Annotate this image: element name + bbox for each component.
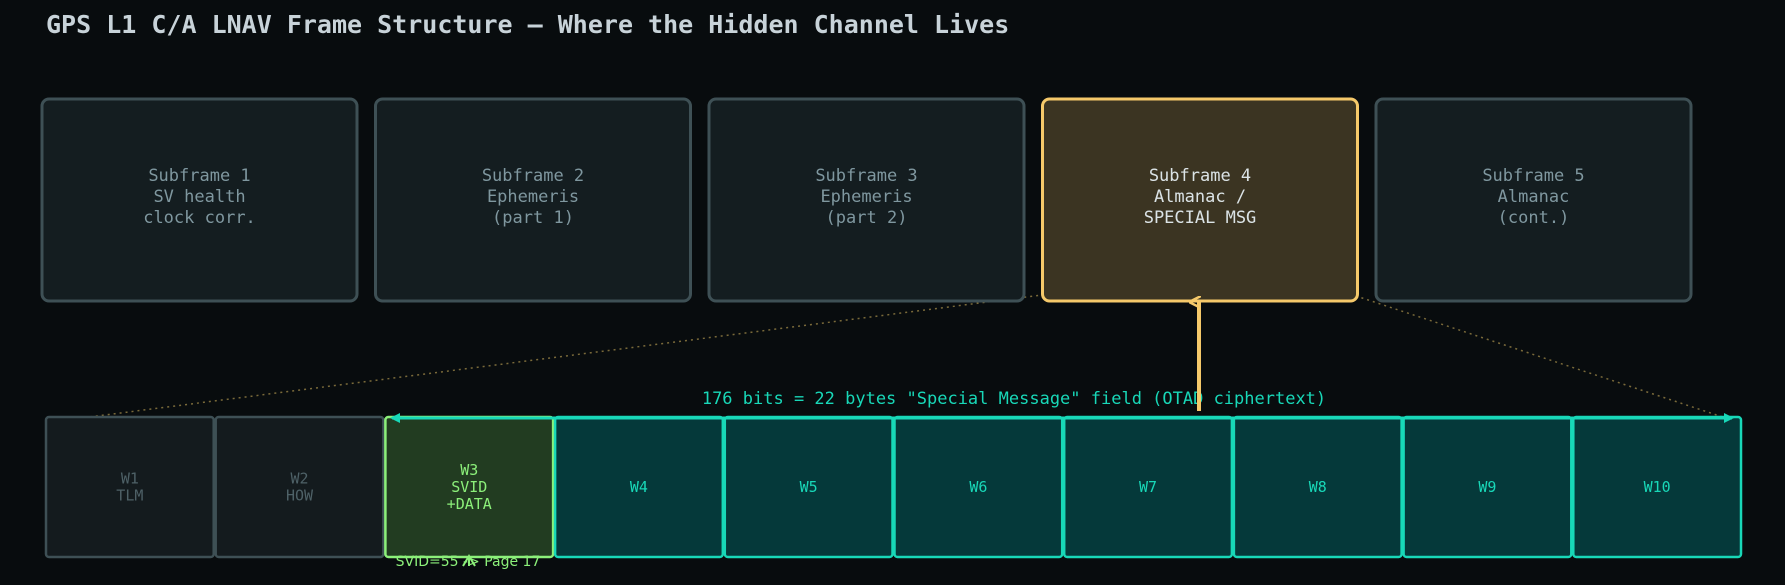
subframe-5-label-line-1: Subframe 5 [1482,166,1584,186]
word-2-box [214,415,385,559]
subframe-4-label-line-3: SPECIAL MSG [1144,208,1257,228]
subframe-1-box [40,97,359,303]
word-10-label-line-1: W10 [1644,478,1671,496]
word-5: W5 [723,415,894,559]
word-6: W6 [893,415,1064,559]
diagram-title: GPS L1 C/A LNAV Frame Structure — Where … [46,10,1010,39]
zoom-guide-left [49,293,1051,423]
subframe-4-label-line-1: Subframe 4 [1149,166,1251,186]
subframe-2-label-line-2: Ephemeris [487,187,579,207]
word-1-label-line-2: TLM [116,487,143,505]
subframe-3-label-line-2: Ephemeris [820,187,912,207]
word-8: W8 [1232,415,1403,559]
word-1-label-line-1: W1 [121,470,139,488]
word-8-label-line-1: W8 [1309,478,1327,496]
word-5-label-line-1: W5 [800,478,818,496]
subframe-1-label-line-2: SV health [153,187,245,207]
subframe-1-label-line-1: Subframe 1 [148,166,250,186]
subframe-5-label-line-2: Almanac [1498,187,1570,207]
subframe-2-label-line-1: Subframe 2 [482,166,584,186]
subframe-3-label-line-3: (part 2) [826,208,908,228]
svid-note: SVID=55 -> Page 17 [396,554,541,570]
word-7: W7 [1062,415,1234,559]
svid-pointer-icon [462,554,476,567]
word-10: W10 [1572,415,1743,559]
subframe-3-box [707,97,1026,303]
word-4-label-line-1: W4 [630,478,648,496]
subframe-4-label-line-2: Almanac / [1154,187,1246,207]
word-4: W4 [553,415,725,559]
word-2-label-line-1: W2 [291,470,309,488]
special-message-field-label: 176 bits = 22 bytes "Special Message" fi… [702,389,1326,409]
word-9: W9 [1402,415,1573,559]
subframe-5-box [1374,97,1693,303]
word-1-box [44,415,215,559]
subframe-5-label-line-3: (cont.) [1498,208,1570,228]
word-3-label-line-2: SVID [451,478,487,496]
subframe-3-label-line-1: Subframe 3 [815,166,917,186]
word-3-label-line-3: +DATA [447,495,492,513]
subframe-2-label-line-3: (part 1) [492,208,574,228]
word-6-label-line-1: W6 [969,478,987,496]
word-9-label-line-1: W9 [1478,478,1496,496]
word-7-label-line-1: W7 [1139,478,1157,496]
subframe-1-label-line-3: clock corr. [143,208,256,228]
zoom-guide-right [1349,293,1739,423]
word-3-label-line-1: W3 [460,461,478,479]
word-2-label-line-2: HOW [286,487,314,505]
subframe-2-box [374,97,692,303]
